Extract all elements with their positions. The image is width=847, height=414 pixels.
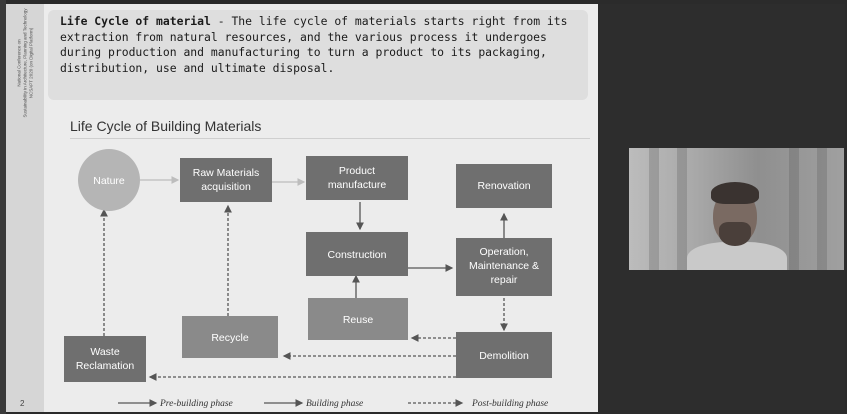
participant-beard [719,222,751,246]
slide-side-strip: National Conference on Sustainability in… [6,4,44,412]
legend-pre-label: Pre-building phase [159,399,233,409]
node-construction-label: Construction [328,249,387,261]
note-box [48,10,588,100]
node-demolition [456,332,552,378]
node-operation [456,238,552,296]
node-waste-label-2: Reclamation [76,360,135,372]
node-nature-label: Nature [93,175,125,187]
node-operation-label-2: Maintenance & [469,260,539,272]
node-raw-label-1: Raw Materials [193,167,260,179]
shared-slide: National Conference on Sustainability in… [6,4,598,412]
node-recycle-label: Recycle [211,332,249,344]
node-operation-label-1: Operation, [479,246,528,258]
note-text: Life Cycle of material - The life cycle … [60,14,590,76]
node-construction [306,232,408,276]
node-reuse-label: Reuse [343,314,374,326]
note-title: Life Cycle of material [60,14,211,28]
node-product-label-2: manufacture [328,179,387,191]
node-operation-label-3: repair [491,274,518,286]
participant-video-tile[interactable] [629,148,844,270]
node-product-label-1: Product [339,165,375,177]
note-line-3: during production and manufacturing to t… [60,45,547,59]
legend-building-label: Building phase [306,399,363,409]
node-renovation-label: Renovation [477,180,530,192]
slide-page-number: 2 [20,399,25,408]
node-renovation [456,164,552,208]
title-divider [70,138,590,139]
node-raw-materials [180,158,272,202]
node-recycle [182,316,278,358]
window-left-edge [0,0,6,414]
node-nature [78,149,140,211]
note-line-2: extraction from natural resources, and t… [60,29,547,44]
node-raw-label-2: acquisition [201,181,251,193]
note-line-1: - The life cycle of materials starts rig… [210,14,568,28]
node-waste-label-1: Waste [90,346,120,358]
node-demolition-label: Demolition [479,350,529,362]
node-waste-reclamation [64,336,146,382]
background-curtain-fold [649,148,659,270]
node-product-manufacture [306,156,408,200]
life-cycle-diagram: Nature Raw Materials acquisition Product… [64,149,552,409]
note-line-4: distribution, use and ultimate disposal. [60,60,335,75]
chart-title: Life Cycle of Building Materials [70,118,262,134]
node-reuse [308,298,408,340]
participant-hair [711,182,759,204]
background-curtain-fold [789,148,799,270]
legend-post-label: Post-building phase [471,399,548,409]
background-curtain-fold [677,148,687,270]
participant-body [687,242,787,270]
background-curtain-fold [817,148,827,270]
